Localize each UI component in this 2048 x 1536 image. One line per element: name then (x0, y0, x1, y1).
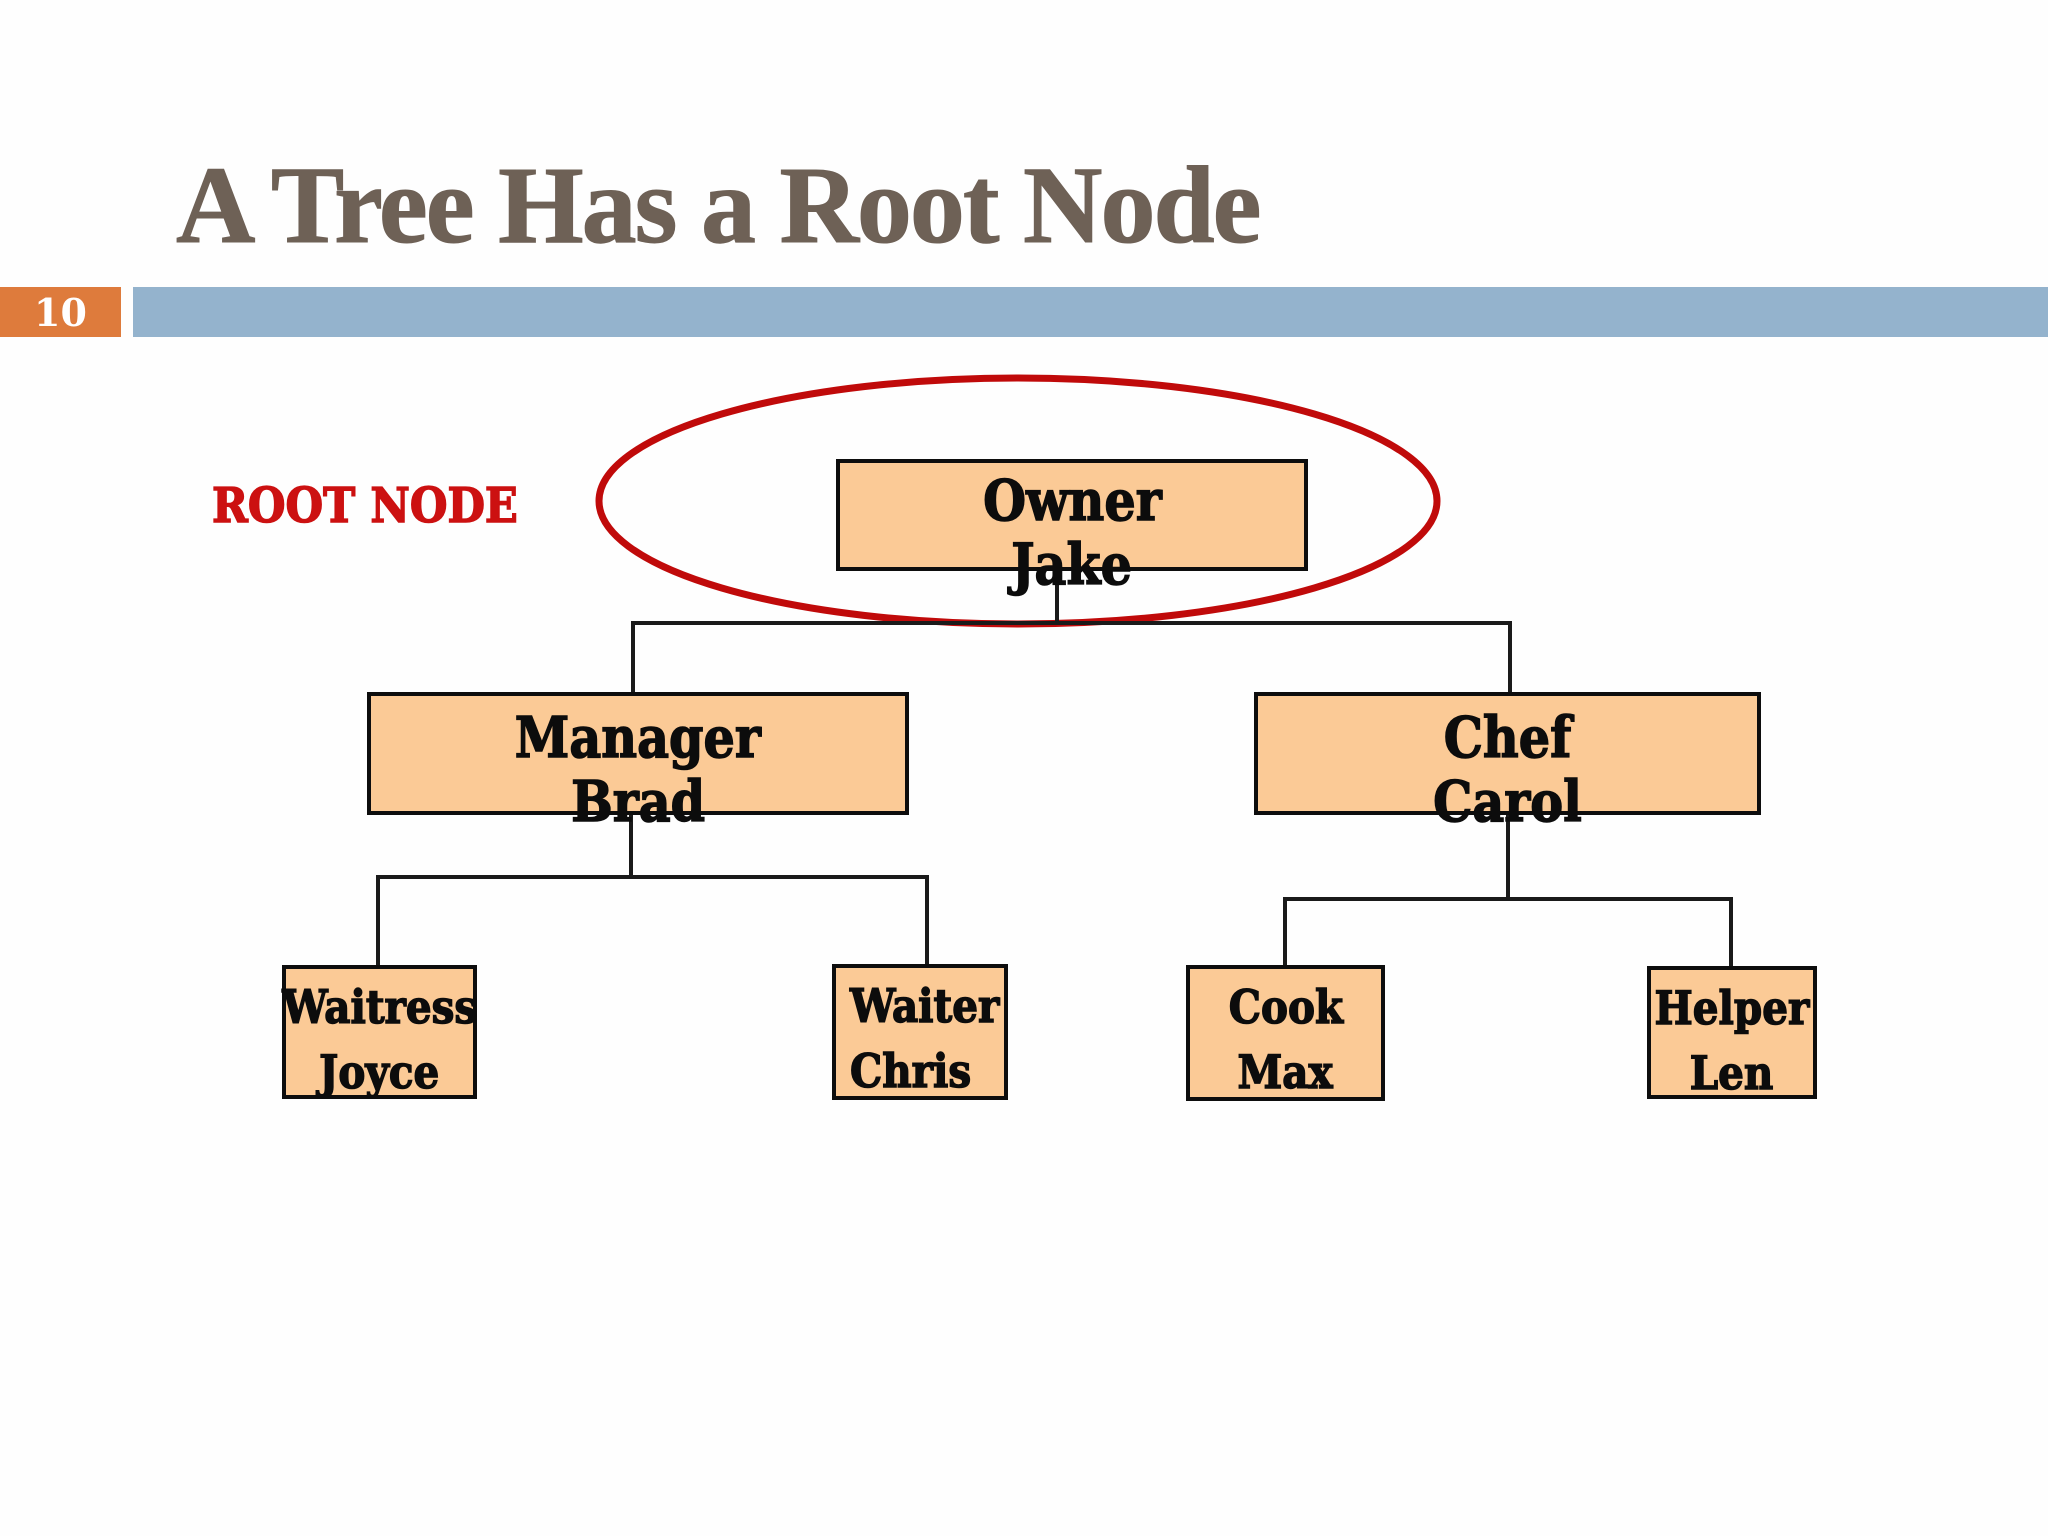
node-role: Owner (982, 468, 1162, 534)
tree-node-owner: Owner Jake (836, 459, 1308, 599)
tree-node-manager: Manager Brad (367, 692, 909, 836)
node-role: Chef (1443, 705, 1572, 771)
tree-node-chef: Chef Carol (1254, 692, 1761, 836)
tree-node-waitress: Waitress Joyce (281, 965, 478, 1100)
node-role: Helper (1654, 980, 1810, 1036)
node-person: Len (1690, 1046, 1775, 1102)
node-person: Max (1237, 1045, 1334, 1101)
node-person: Joyce (319, 1045, 440, 1101)
title-accent-bar (133, 287, 2048, 337)
node-person: Jake (1011, 532, 1133, 599)
tree-node-helper: Helper Len (1647, 966, 1817, 1101)
node-role: Waiter (849, 978, 1000, 1034)
page-number-badge: 10 (0, 287, 121, 337)
node-role: Cook (1228, 979, 1344, 1035)
node-role: Manager (514, 705, 762, 771)
node-person: Chris (849, 1044, 972, 1100)
page-title: A Tree Has a Root Node (175, 144, 1261, 266)
page-number: 10 (34, 289, 87, 335)
tree-node-cook: Cook Max (1186, 965, 1385, 1101)
tree-node-waiter: Waiter Chris (832, 964, 1008, 1100)
node-role: Waitress (281, 979, 477, 1035)
root-node-label: ROOT NODE (211, 478, 518, 534)
node-person: Carol (1432, 769, 1582, 836)
node-person: Brad (570, 769, 706, 836)
